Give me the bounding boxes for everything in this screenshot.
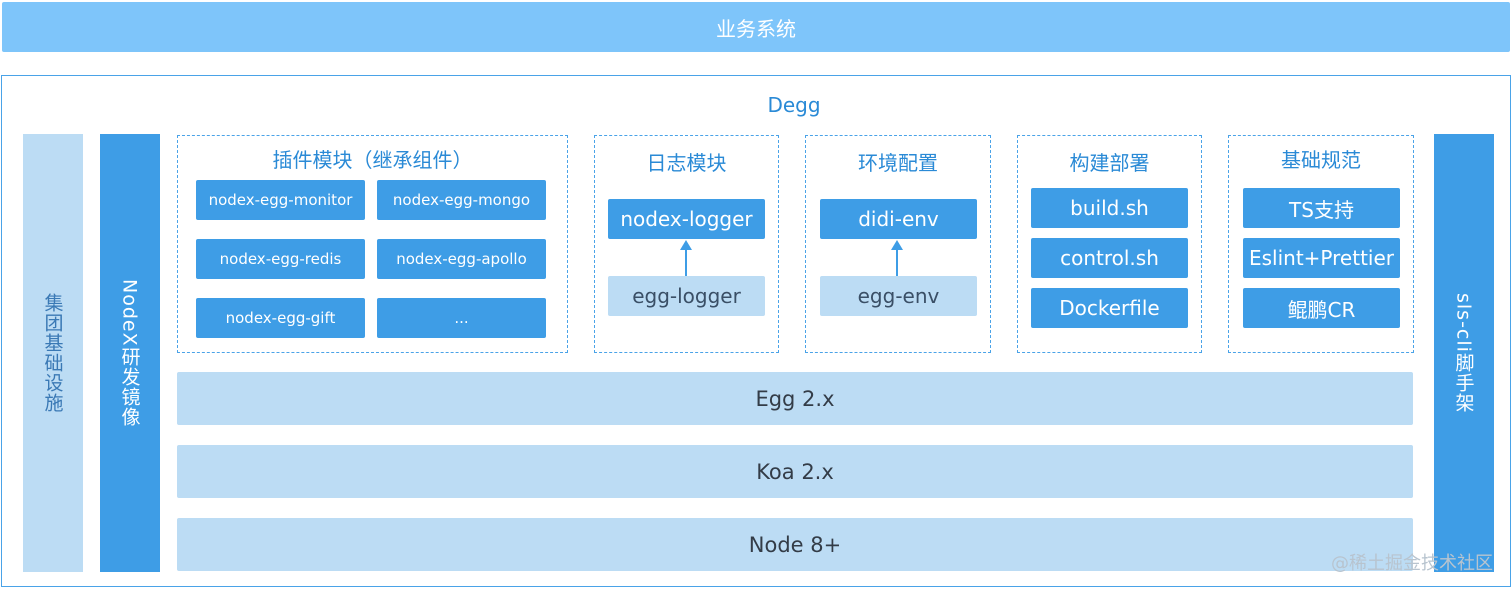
plugin-item: nodex-egg-gift <box>196 298 365 338</box>
spec-panel <box>1228 135 1414 353</box>
sls-cli-pillar: sls-cli脚手架 <box>1434 134 1494 572</box>
spec-panel-title: 基础规范 <box>1281 147 1361 172</box>
build-item: Dockerfile <box>1031 288 1188 328</box>
egg-env-box: egg-env <box>820 276 977 316</box>
build-panel <box>1017 135 1202 353</box>
nodex-logger-box: nodex-logger <box>608 199 765 239</box>
degg-title: Degg <box>767 93 821 117</box>
plugin-item: nodex-egg-monitor <box>196 180 365 220</box>
arrow-line <box>896 249 898 276</box>
plugin-item: ... <box>377 298 546 338</box>
spec-item: Eslint+Prettier <box>1243 238 1400 278</box>
plugin-item: nodex-egg-apollo <box>377 239 546 279</box>
nodex-mirror-pillar: NodeX研发镜像 <box>100 134 160 572</box>
plugin-panel-title: 插件模块（继承组件） <box>272 147 473 172</box>
plugin-item: nodex-egg-redis <box>196 239 365 279</box>
didi-env-box: didi-env <box>820 199 977 239</box>
env-panel-title: 环境配置 <box>858 150 938 175</box>
degg-frame <box>1 75 1511 587</box>
node-layer: Node 8+ <box>177 518 1413 571</box>
env-panel <box>805 135 991 353</box>
build-item: build.sh <box>1031 188 1188 228</box>
egg-layer: Egg 2.x <box>177 372 1413 425</box>
spec-item: TS支持 <box>1243 188 1400 228</box>
koa-layer: Koa 2.x <box>177 445 1413 498</box>
logger-panel-title: 日志模块 <box>646 150 727 175</box>
build-item: control.sh <box>1031 238 1188 278</box>
arrow-up-icon <box>680 240 692 250</box>
build-panel-title: 构建部署 <box>1069 150 1150 175</box>
logger-panel <box>594 135 779 353</box>
sls-cli-label: sls-cli脚手架 <box>1452 293 1475 413</box>
infra-label: 集团基础设施 <box>41 293 64 413</box>
spec-item: 鲲鹏CR <box>1243 288 1400 328</box>
infra-pillar: 集团基础设施 <box>23 134 83 572</box>
plugin-item: nodex-egg-mongo <box>377 180 546 220</box>
plugin-panel <box>177 135 568 353</box>
business-system-bar: 业务系统 <box>2 2 1510 52</box>
arrow-up-icon <box>891 240 903 250</box>
arrow-line <box>685 249 687 276</box>
watermark: @稀土掘金技术社区 <box>1331 553 1493 574</box>
nodex-mirror-label: NodeX研发镜像 <box>118 279 141 427</box>
egg-logger-box: egg-logger <box>608 276 765 316</box>
